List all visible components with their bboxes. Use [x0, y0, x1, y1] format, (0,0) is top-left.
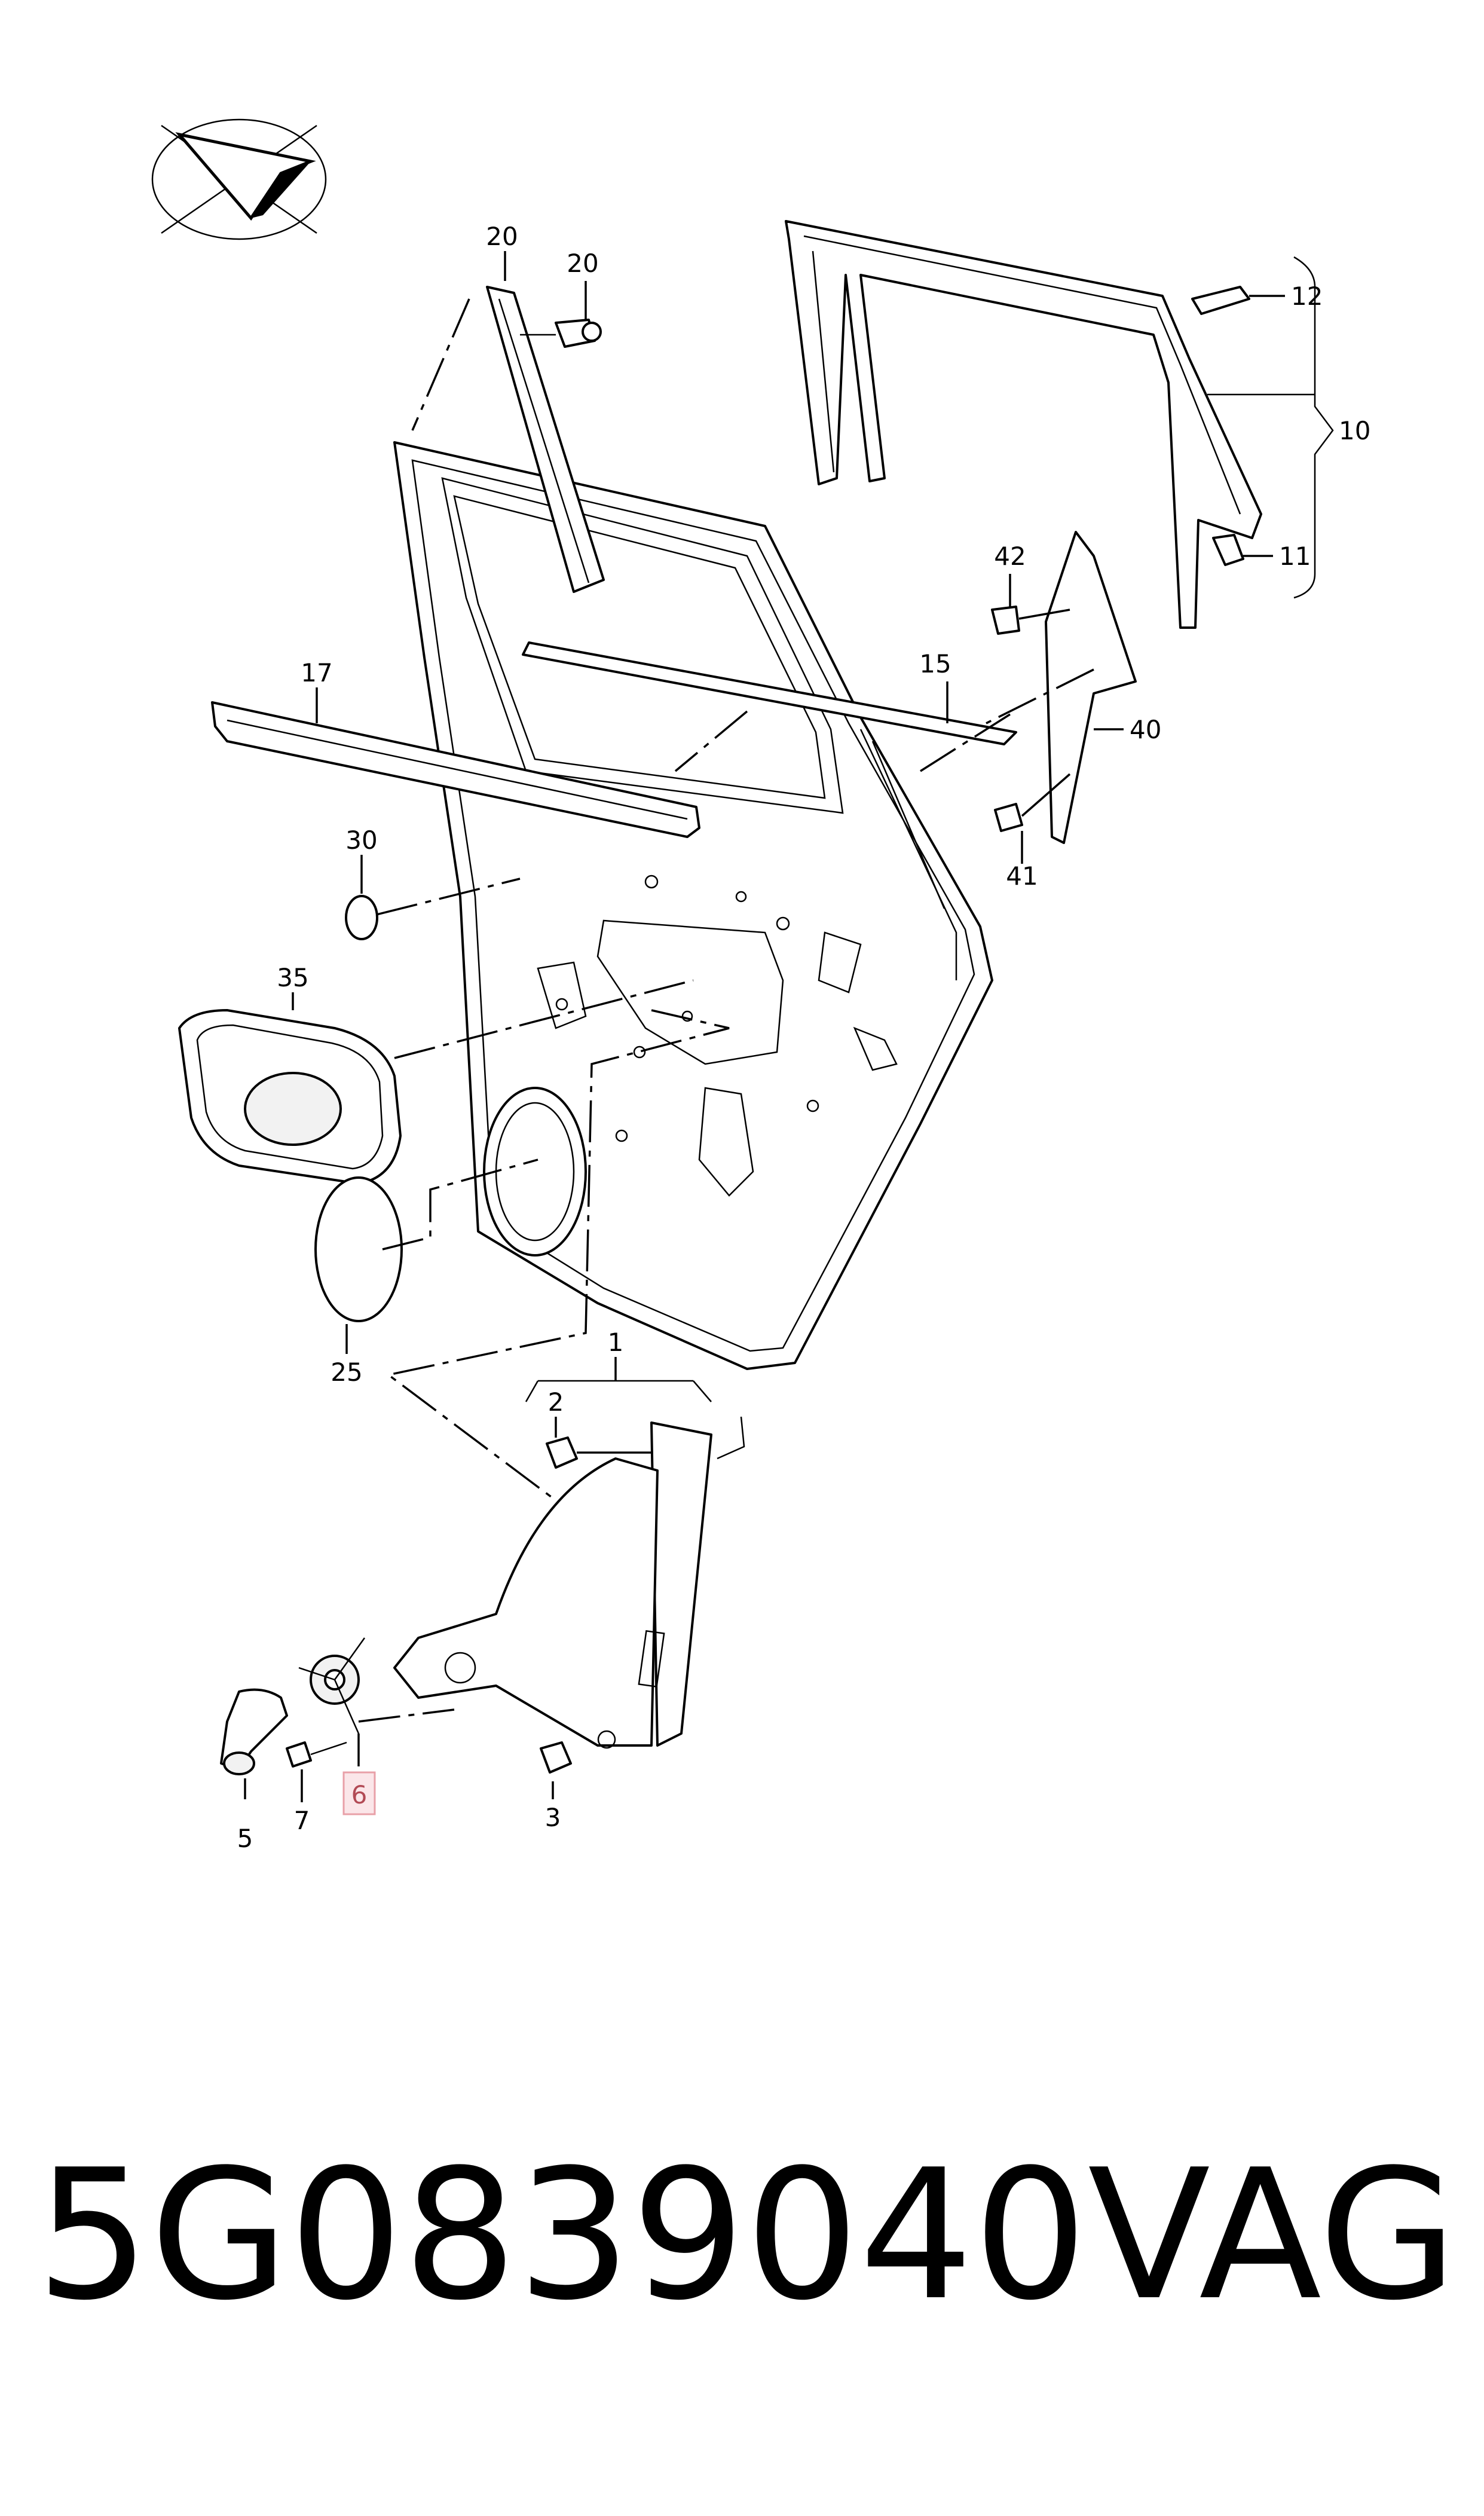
- label-17: 17: [301, 658, 332, 687]
- label-3: 3: [545, 1803, 561, 1832]
- direction-arrow-icon: [151, 118, 327, 240]
- part-17-belt-seal: [211, 687, 700, 838]
- label-42: 42: [994, 542, 1026, 571]
- part-3-nut: [540, 1741, 572, 1799]
- part-10-frame-seal: [785, 220, 1262, 629]
- part-12-clip: [1191, 286, 1285, 315]
- part-15-belt-seal: [522, 641, 1017, 745]
- part-number: 5G0839040: [36, 2131, 1088, 2340]
- brand-name: VAG: [1088, 2131, 1458, 2340]
- label-6: 6: [351, 1780, 368, 1809]
- door-shell: [393, 441, 993, 1370]
- part-20-window-channel: [486, 251, 605, 593]
- part-2-nut: [546, 1417, 651, 1469]
- label-5: 5: [237, 1824, 253, 1853]
- label-11: 11: [1279, 542, 1311, 571]
- label-10: 10: [1339, 416, 1370, 445]
- label-25: 25: [331, 1358, 362, 1387]
- label-6-highlight: 6: [342, 1771, 376, 1815]
- label-20: 20: [486, 222, 518, 251]
- label-7: 7: [294, 1806, 310, 1835]
- part-35-cover: [178, 992, 402, 1185]
- part-30-grommet: [345, 855, 378, 940]
- part-25-sealing-film: [314, 1176, 403, 1354]
- leader-lines: [376, 298, 1094, 1502]
- label-40: 40: [1130, 715, 1161, 744]
- part-6-regulator-drive: [298, 1637, 455, 1766]
- label-15: 15: [919, 649, 951, 678]
- part-5-crank-handle: [220, 1688, 288, 1799]
- part-10-bracket: [1207, 256, 1334, 599]
- label-2: 2: [548, 1387, 564, 1417]
- part-21-clip: [520, 281, 602, 348]
- label-30: 30: [345, 826, 377, 855]
- part-11-clip: [1212, 534, 1273, 566]
- part-7-screw: [286, 1741, 347, 1802]
- label-21: 20: [567, 249, 598, 278]
- part-42-clip: [991, 574, 1070, 635]
- label-12: 12: [1291, 282, 1323, 311]
- label-1: 1: [608, 1328, 624, 1357]
- part-1-window-regulator: [393, 1357, 745, 1749]
- label-41: 41: [1006, 861, 1038, 891]
- label-35: 35: [277, 963, 308, 992]
- part-41-screw: [994, 773, 1071, 864]
